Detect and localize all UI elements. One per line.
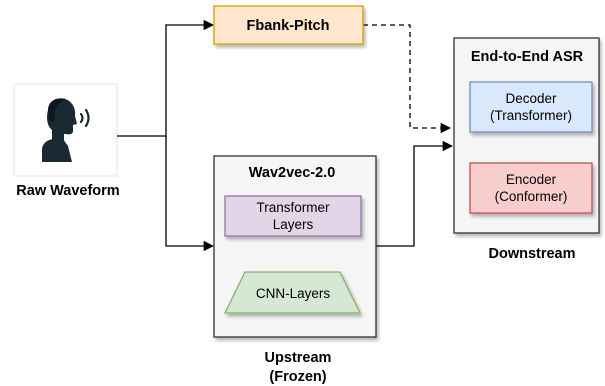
upstream-caption-line1: Upstream [265,350,332,366]
decoder-box [469,81,593,133]
asr-title: End-to-End ASR [471,49,584,65]
transformer-layers-box [224,195,362,237]
encoder-label-line2: (Conformer) [495,189,568,204]
asr-container: End-to-End ASR Decoder (Transformer) Enc… [453,37,600,234]
decoder-label-line1: Decoder [505,91,557,106]
downstream-caption: Downstream [488,246,575,262]
arrow-fbank-to-asr [363,24,452,134]
decoder-label-line2: (Transformer) [490,108,572,123]
raw-waveform-label: Raw Waveform [16,183,119,199]
transformer-layers-label-line2: Layers [273,217,314,232]
transformer-layers-label-line1: Transformer [256,200,330,215]
upstream-caption-line2: (Frozen) [269,369,326,385]
speaking-person-icon [42,98,90,162]
arrow-wav2vec-to-asr [376,140,454,247]
wav2vec-container: Wav2vec-2.0 Transformer Layers CNN-Layer… [213,155,377,338]
wav2vec-title: Wav2vec-2.0 [249,165,336,181]
raw-waveform-node: Raw Waveform [13,83,120,199]
arrow-waveform-to-fbank [117,19,215,137]
fbank-pitch-label: Fbank-Pitch [247,18,330,34]
cnn-layers-label: CNN-Layers [256,286,331,301]
encoder-box [469,162,593,214]
encoder-label-line1: Encoder [506,172,557,187]
fbank-pitch-box [213,5,364,45]
cnn-layers-trapezoid [223,271,362,314]
arrow-waveform-to-wav2vec [165,136,215,252]
fbank-pitch-node: Fbank-Pitch [213,5,364,45]
